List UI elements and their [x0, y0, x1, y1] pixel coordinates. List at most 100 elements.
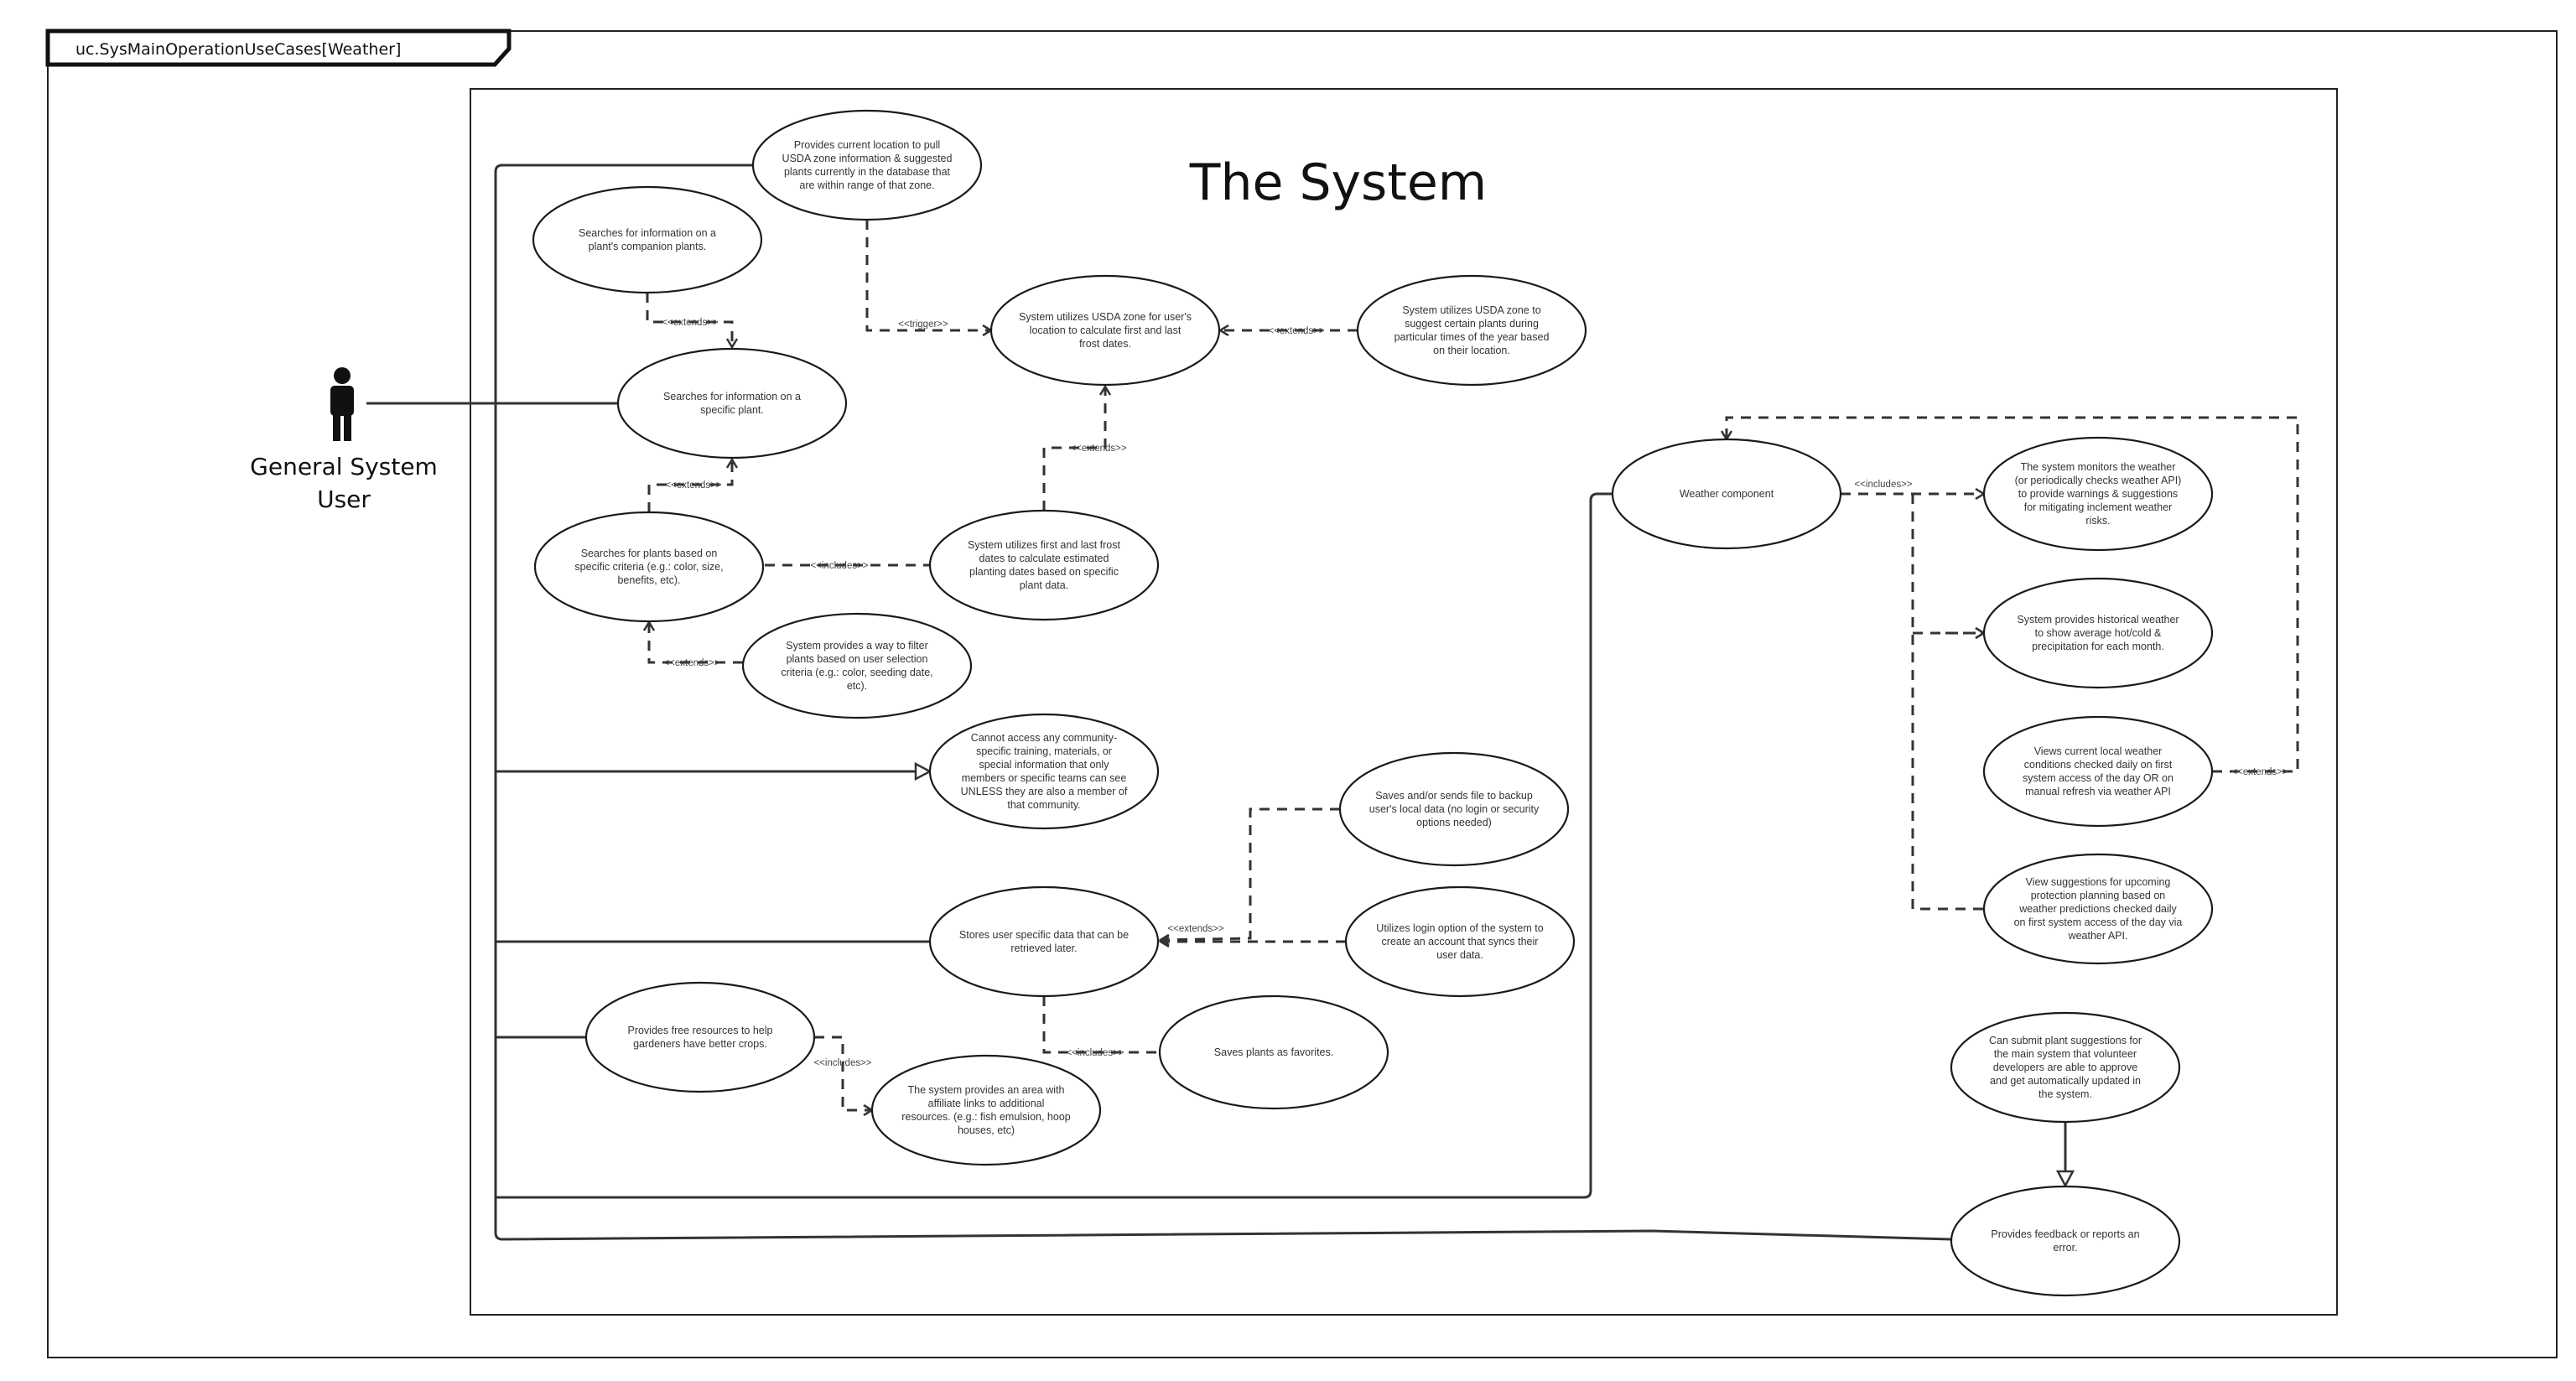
- use-case-text-line: that community.: [1007, 799, 1080, 811]
- use-case-text-line: resources. (e.g.: fish emulsion, hoop: [901, 1111, 1071, 1123]
- use-case-text-line: Searches for information on a: [663, 391, 801, 402]
- use-case-text-line: specific criteria (e.g.: color, size,: [574, 561, 723, 573]
- use-case-text-line: affiliate links to additional: [928, 1098, 1045, 1109]
- use-case-ellipse[interactable]: [532, 185, 763, 294]
- use-case-text-line: user's local data (no login or security: [1369, 803, 1540, 815]
- system-boundary: [470, 88, 2338, 1316]
- use-case-text-line: Weather component: [1680, 488, 1774, 500]
- use-case-ellipse[interactable]: [928, 509, 1160, 621]
- use-case-text-line: plants based on user selection: [787, 653, 928, 665]
- use-case-text-line: suggest certain plants during: [1405, 318, 1539, 330]
- trigger-location-to-usda-frost: [865, 220, 991, 330]
- use-case-ellipse[interactable]: [1950, 1011, 2181, 1124]
- use-case-ellipse[interactable]: [616, 347, 848, 459]
- use-case-ellipse[interactable]: [1982, 715, 2214, 828]
- use-case-text-line: on first system access of the day via: [2014, 916, 2183, 928]
- use-case-weather-monitor[interactable]: The system monitors the weather(or perio…: [1982, 436, 2214, 552]
- extends-companion-to-specific: [646, 293, 732, 347]
- label-extends-suggest: <<extends>>: [1268, 326, 1324, 336]
- use-case-text-line: on their location.: [1433, 345, 1510, 356]
- use-case-text-line: Cannot access any community-: [971, 732, 1117, 744]
- use-case-text-line: houses, etc): [958, 1124, 1015, 1136]
- use-case-backup-local-data[interactable]: Saves and/or sends file to backupuser's …: [1338, 751, 1570, 867]
- use-case-text-line: Searches for information on a: [579, 227, 716, 239]
- use-case-weather-component[interactable]: Weather component: [1611, 438, 1842, 550]
- use-case-text-line: System provides historical weather: [2017, 614, 2179, 626]
- actor-general-system-user[interactable]: General System User: [250, 367, 438, 513]
- use-case-ellipse[interactable]: [989, 274, 1221, 387]
- use-case-text-line: (or periodically checks weather API): [2015, 475, 2182, 486]
- use-case-affiliate-links[interactable]: The system provides an area withaffiliat…: [870, 1054, 1102, 1166]
- use-case-text-line: Stores user specific data that can be: [959, 929, 1129, 941]
- use-case-text-line: developers are able to approve: [1993, 1062, 2137, 1073]
- diagram-frame: [47, 30, 2558, 1358]
- actor-label-line1: General System: [250, 453, 438, 480]
- label-extends-store: <<extends>>: [1167, 924, 1223, 934]
- use-case-ellipse[interactable]: [928, 713, 1160, 830]
- use-case-text-line: criteria (e.g.: color, seeding date,: [781, 667, 932, 678]
- use-case-text-line: members or specific teams can see: [962, 772, 1127, 784]
- use-case-login-sync[interactable]: Utilizes login option of the system tocr…: [1344, 885, 1576, 998]
- use-case-ellipse[interactable]: [1982, 577, 2214, 689]
- use-case-text-line: frost dates.: [1079, 338, 1131, 350]
- use-case-planting-dates[interactable]: System utilizes first and last frostdate…: [928, 509, 1160, 621]
- use-case-store-user-data[interactable]: Stores user specific data that can beret…: [928, 885, 1160, 998]
- use-case-protection-suggestions[interactable]: View suggestions for upcomingprotection …: [1982, 853, 2214, 965]
- use-case-ellipse[interactable]: [928, 885, 1160, 998]
- use-case-ellipse[interactable]: [870, 1054, 1102, 1166]
- frame-title: uc.SysMainOperationUseCases[Weather]: [75, 40, 401, 59]
- label-extends-filter: <<extends>>: [663, 658, 719, 668]
- use-case-usda-frost-dates[interactable]: System utilizes USDA zone for user'sloca…: [989, 274, 1221, 387]
- label-trigger: <<trigger>>: [898, 319, 948, 330]
- use-case-ellipse[interactable]: [1356, 274, 1587, 387]
- label-extends-planting: <<extends>>: [1070, 444, 1126, 454]
- use-case-ellipse[interactable]: [751, 109, 983, 221]
- use-case-ellipse[interactable]: [1982, 436, 2214, 552]
- includes-weather-branch: [1911, 494, 1984, 911]
- use-case-text-line: Saves plants as favorites.: [1214, 1046, 1333, 1058]
- actor-associations: [366, 164, 2065, 1241]
- use-case-text-line: UNLESS they are also a member of: [961, 786, 1128, 797]
- label-includes-weather: <<includes>>: [1854, 480, 1912, 490]
- use-case-ellipse[interactable]: [741, 612, 973, 719]
- use-case-free-resources[interactable]: Provides free resources to helpgardeners…: [584, 981, 816, 1093]
- use-case-text-line: specific training, materials, or: [976, 745, 1112, 757]
- use-case-text-line: retrieved later.: [1010, 942, 1077, 954]
- use-case-ellipse[interactable]: [1611, 438, 1842, 550]
- use-case-text-line: etc).: [847, 680, 867, 692]
- use-case-save-favorites[interactable]: Saves plants as favorites.: [1158, 994, 1389, 1110]
- use-case-text-line: to provide warnings & suggestions: [2018, 488, 2178, 500]
- use-case-text-line: System provides a way to filter: [786, 640, 928, 652]
- label-extends-companion: <<extends>>: [662, 318, 718, 328]
- use-case-text-line: error.: [2053, 1242, 2077, 1254]
- use-case-text-line: weather API.: [2068, 930, 2128, 942]
- use-case-text-line: precipitation for each month.: [2032, 641, 2164, 652]
- use-case-ellipse[interactable]: [533, 511, 765, 623]
- use-case-text-line: conditions checked daily on first: [2024, 759, 2173, 771]
- extends-backup-to-store: [1161, 807, 1340, 940]
- use-case-ellipse[interactable]: [1158, 994, 1389, 1110]
- use-case-ellipse[interactable]: [1338, 751, 1570, 867]
- use-case-text-line: risks.: [2085, 515, 2110, 527]
- use-case-ellipse[interactable]: [1344, 885, 1576, 998]
- use-case-text-line: user data.: [1436, 949, 1483, 961]
- extends-current-to-weather: [1727, 416, 2299, 773]
- use-case-ellipse[interactable]: [584, 981, 816, 1093]
- actor-label-line2: User: [317, 485, 371, 513]
- label-extends-current: <<extends>>: [2231, 767, 2288, 777]
- use-case-ellipse[interactable]: [1950, 1185, 2181, 1297]
- use-case-community-access[interactable]: Cannot access any community-specific tra…: [928, 713, 1160, 830]
- use-case-ellipse[interactable]: [1982, 853, 2214, 965]
- extends-filter-to-criteria: [649, 622, 743, 664]
